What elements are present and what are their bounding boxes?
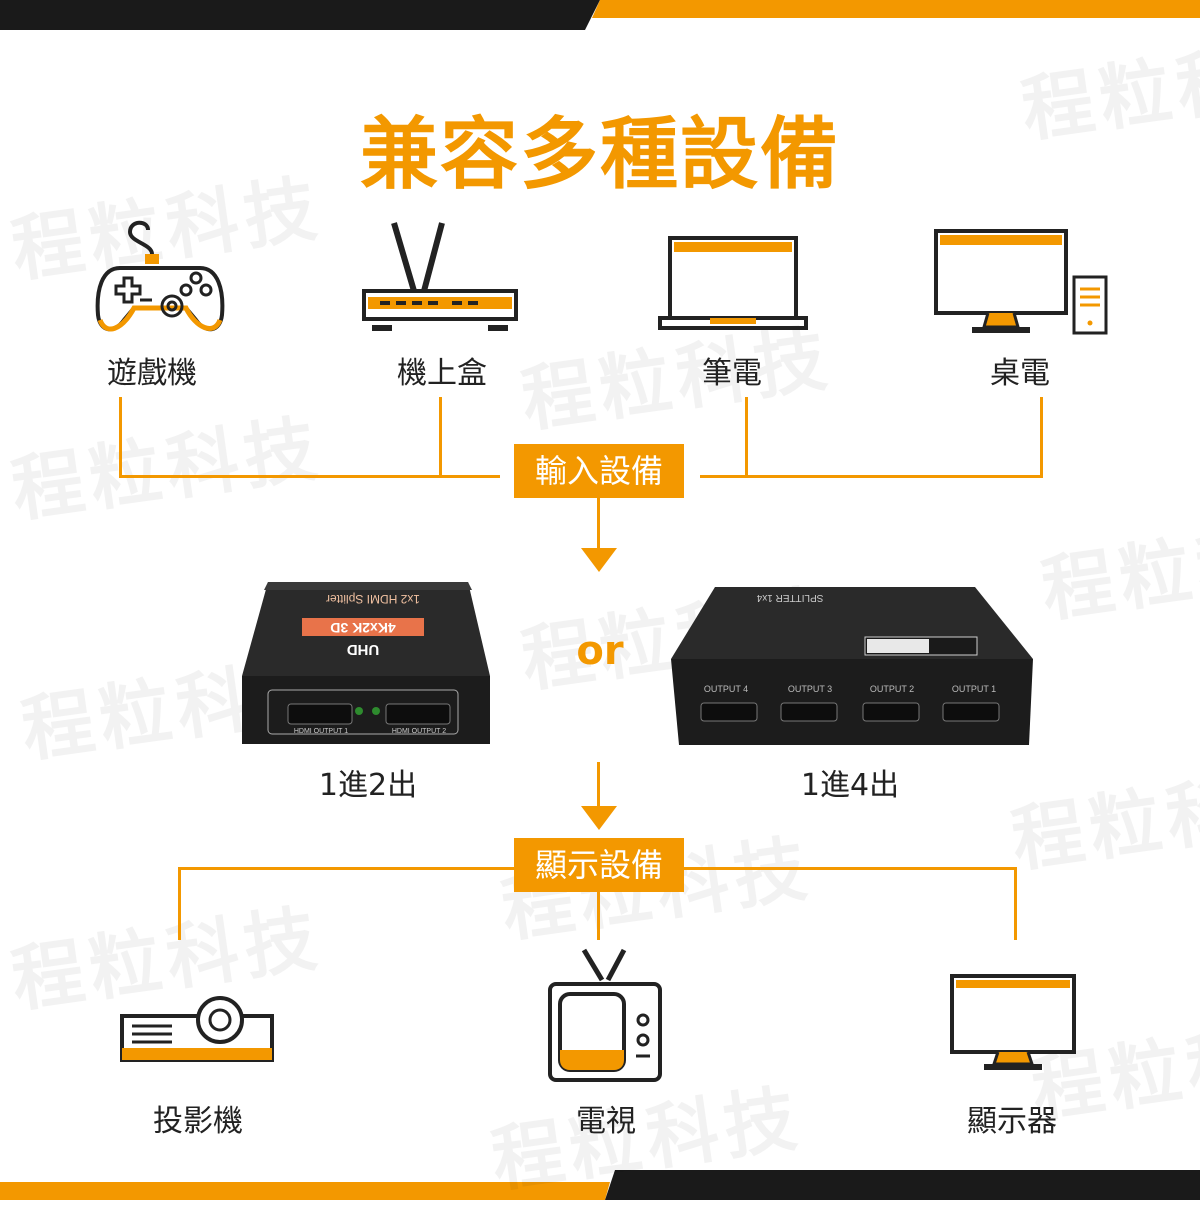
game-controller-icon (95, 220, 225, 332)
splitter-1x2-label: 1進2出 (318, 768, 418, 803)
connector-line (597, 892, 600, 940)
connector-line (1040, 397, 1043, 477)
connector-line (439, 397, 442, 477)
page-title: 兼容多種設備 (359, 110, 840, 200)
device-label-laptop: 筆電 (702, 356, 762, 391)
bottom-decor-bar (0, 1170, 1200, 1200)
connector-line (1014, 867, 1017, 940)
splitter-1x2-spec-text: 4Kx2K 3D (330, 620, 396, 636)
device-label-projector: 投影機 (153, 1104, 243, 1139)
splitter-1x2-port-label: HDMI OUTPUT 1 (293, 728, 349, 735)
device-label-monitor: 顯示器 (967, 1104, 1057, 1139)
top-decor-bar (0, 0, 1200, 30)
connector-line (745, 397, 748, 477)
laptop-icon (658, 236, 808, 330)
arrow-shaft (597, 498, 600, 550)
display-devices-box: 顯示設備 (514, 838, 684, 892)
device-label-game-console: 遊戲機 (107, 356, 197, 391)
splitter-1x2-brand-text: 1x2 HDMI Splitter (325, 592, 421, 606)
hdmi-splitter-1x4-image (671, 587, 1033, 745)
splitter-1x4-port-label: OUTPUT 4 (703, 684, 749, 694)
arrow-shaft (597, 762, 600, 808)
splitter-1x4-port-label: OUTPUT 2 (869, 684, 915, 694)
router-icon (362, 222, 518, 331)
splitter-1x4-port-label: OUTPUT 3 (787, 684, 833, 694)
splitter-1x4-label: 1進4出 (800, 768, 900, 803)
input-devices-box: 輸入設備 (514, 444, 684, 498)
connector-line (119, 475, 500, 478)
connector-line (178, 867, 181, 940)
device-label-set-top-box: 機上盒 (397, 356, 487, 391)
connector-line (684, 867, 1017, 870)
device-label-desktop: 桌電 (990, 356, 1050, 391)
connector-line (700, 475, 1043, 478)
or-connector: or (576, 628, 624, 674)
hdmi-splitter-1x2-image (242, 582, 490, 744)
splitter-1x4-model-text: SPLITTER 1x4 (756, 592, 824, 603)
splitter-1x2-port-label: HDMI OUTPUT 2 (391, 728, 447, 735)
splitter-1x2-grade-text: UHD (346, 641, 380, 658)
watermark: 程粒科技 (1036, 504, 1200, 633)
arrow-down-icon (581, 806, 617, 830)
watermark: 程粒科技 (6, 404, 328, 533)
connector-line (178, 867, 514, 870)
desktop-computer-icon (934, 229, 1108, 335)
watermark: 程粒科技 (1006, 754, 1200, 883)
arrow-down-icon (581, 548, 617, 572)
splitter-1x4-port-label: OUTPUT 1 (951, 684, 997, 694)
projector-icon (120, 996, 274, 1062)
device-label-tv: 電視 (576, 1104, 636, 1139)
monitor-icon (950, 974, 1076, 1070)
television-icon (548, 948, 662, 1082)
connector-line (119, 397, 122, 477)
